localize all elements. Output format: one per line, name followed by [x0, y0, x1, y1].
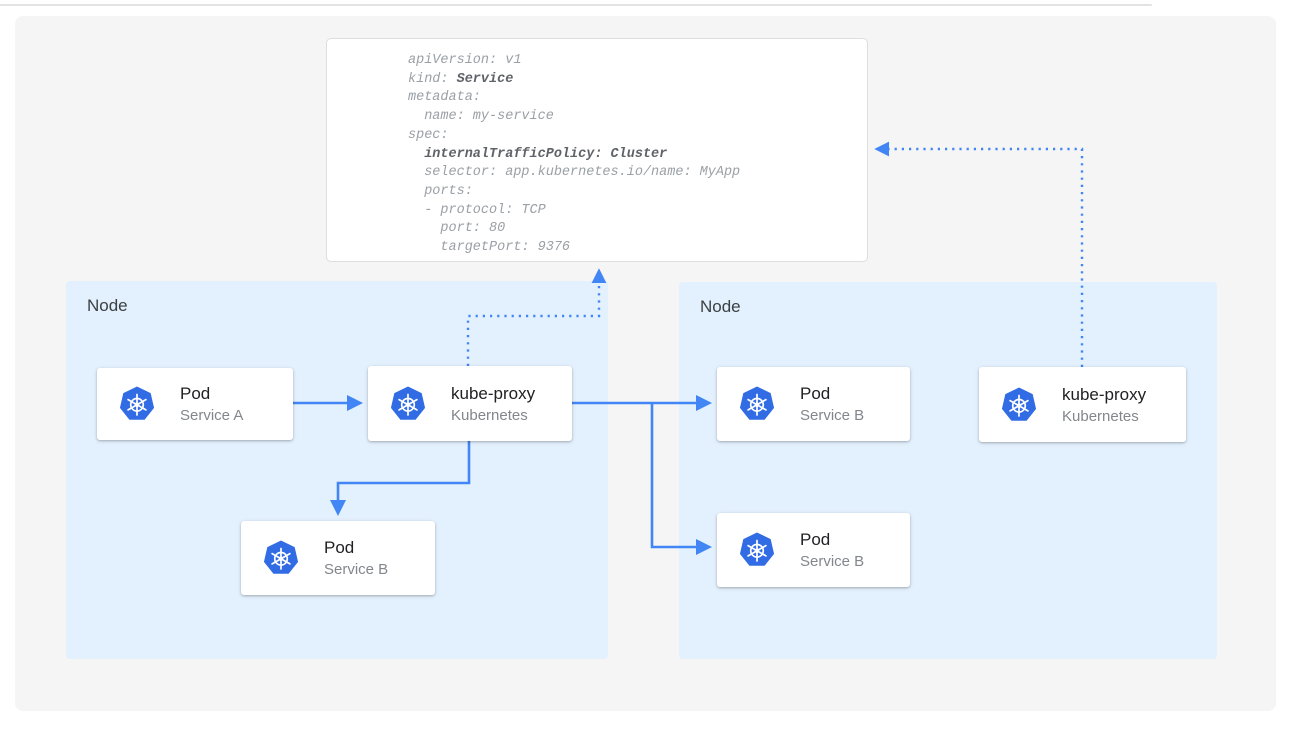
node-label: Node [700, 297, 741, 316]
pod-service-b-right-top-card: Pod Service B [717, 367, 910, 441]
pod-service-b-right-bottom-card: Pod Service B [717, 513, 910, 587]
pod-service-a-card: Pod Service A [97, 368, 293, 440]
card-subtitle: Service B [800, 553, 865, 570]
card-title: Pod [800, 530, 831, 549]
card-title: kube-proxy [451, 383, 536, 403]
kubernetes-icon [118, 385, 156, 423]
code-line: apiVersion: v1 [408, 53, 522, 68]
kube-proxy-right-card: kube-proxy Kubernetes [979, 367, 1186, 442]
pod-service-b-left-card: Pod Service B [241, 521, 435, 595]
node-label: Node [87, 296, 128, 315]
card-subtitle: Service A [180, 407, 244, 424]
kubernetes-icon [738, 385, 776, 423]
card-title: Pod [324, 538, 355, 557]
code-line: port: 80 [408, 221, 506, 237]
top-divider [0, 4, 1152, 6]
code-line: kind: Service [408, 71, 514, 87]
kubernetes-icon [262, 539, 300, 577]
card-title: Pod [800, 384, 831, 403]
node-box-left: Node [66, 281, 608, 659]
service-yaml-code-block: apiVersion: v1 kind: Service metadata: n… [326, 38, 868, 262]
card-subtitle: Service B [800, 407, 865, 424]
kubernetes-icon [738, 531, 776, 569]
card-title: Pod [180, 384, 211, 403]
code-line: targetPort: 9376 [408, 240, 571, 256]
card-subtitle: Kubernetes [1062, 407, 1139, 425]
code-line: ports: [408, 183, 473, 199]
node-box-right: Node [679, 282, 1217, 659]
kubernetes-icon [1000, 386, 1038, 424]
code-line: selector: app.kubernetes.io/name: MyApp [408, 165, 741, 181]
code-line: - protocol: TCP [408, 202, 546, 218]
code-line: spec: [408, 127, 449, 143]
kubernetes-icon [389, 385, 427, 423]
kube-proxy-left-card: kube-proxy Kubernetes [368, 366, 572, 441]
code-line: internalTrafficPolicy: Cluster [424, 146, 668, 162]
card-subtitle: Kubernetes [451, 406, 528, 424]
code-line: metadata: [408, 90, 481, 106]
code-line: name: my-service [408, 109, 554, 125]
card-title: kube-proxy [1062, 384, 1147, 404]
card-subtitle: Service B [324, 561, 389, 578]
